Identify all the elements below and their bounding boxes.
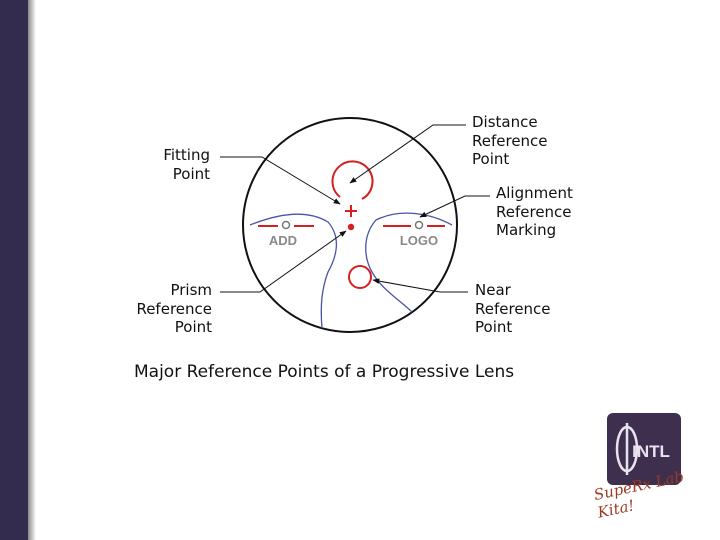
near-reference-circle <box>348 265 372 289</box>
prism-reference-point-label: Prism Reference Point <box>136 281 212 336</box>
near-reference-point-label: Near Reference Point <box>475 281 551 336</box>
add-engraving: ADD <box>269 233 297 248</box>
alignment-marking-left <box>258 220 314 230</box>
prism-reference-dot <box>347 223 355 231</box>
alignment-marking-right <box>383 220 445 230</box>
distance-reference-circle <box>331 160 374 200</box>
distance-reference-point-label: Distance Reference Point <box>472 113 548 168</box>
logo-engraving: LOGO <box>400 233 438 248</box>
corridor-right-curve <box>365 212 453 313</box>
near-reference-leader <box>372 278 468 293</box>
intl-logo: INTL <box>607 413 681 485</box>
fitting-cross <box>345 205 357 217</box>
left-sidebar-bar <box>0 0 28 540</box>
distance-reference-leader <box>349 124 466 184</box>
sidebar-shadow <box>28 0 36 540</box>
corridor-left-curve <box>249 213 337 329</box>
intl-logo-mark: INTL <box>615 423 670 475</box>
svg-text:INTL: INTL <box>632 442 670 461</box>
prism-reference-leader <box>220 230 347 293</box>
alignment-reference-marking-label: Alignment Reference Marking <box>496 184 573 239</box>
fitting-point-leader <box>220 156 341 205</box>
lens-outline <box>242 117 458 333</box>
alignment-reference-leader <box>419 195 490 218</box>
diagram-caption: Major Reference Points of a Progressive … <box>134 362 515 382</box>
fitting-point-label: Fitting Point <box>163 146 210 183</box>
